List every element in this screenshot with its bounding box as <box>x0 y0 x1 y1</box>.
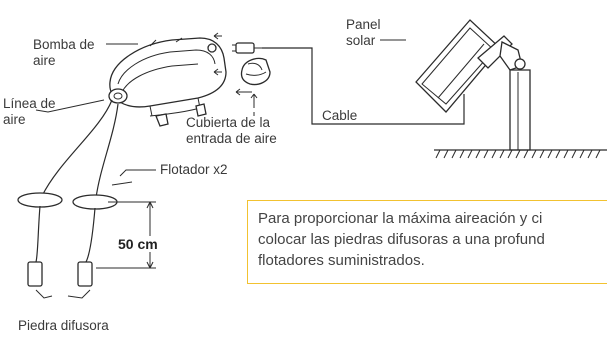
solar-panel <box>415 19 531 151</box>
air-pump <box>108 37 227 127</box>
label-air-stone: Piedra difusora <box>18 318 109 333</box>
depth-dimension <box>96 201 156 269</box>
ground <box>434 149 607 159</box>
info-note-line-3: flotadores suministrados. <box>258 252 425 269</box>
label-depth: 50 cm <box>118 236 158 252</box>
floats <box>17 192 118 210</box>
info-note: Para proporcionar la máxima aireación y … <box>247 200 607 284</box>
label-air-line-1: Línea de <box>3 96 56 111</box>
info-note-line-1: Para proporcionar la máxima aireación y … <box>258 210 543 227</box>
info-note-text: Para proporcionar la máxima aireación y … <box>258 208 607 271</box>
intake-cover <box>240 57 271 86</box>
power-cable <box>262 47 465 125</box>
label-air-pump-1: Bomba de <box>33 37 95 52</box>
direction-arrows <box>213 32 258 108</box>
label-air-line-2: aire <box>3 112 26 127</box>
power-connector <box>232 42 262 54</box>
info-note-line-2: colocar las piedras difusoras a una prof… <box>258 231 545 248</box>
label-air-pump-2: aire <box>33 53 56 68</box>
leader-lines <box>35 39 406 299</box>
label-float: Flotador x2 <box>160 162 228 177</box>
label-solar-panel-1: Panel <box>346 17 381 32</box>
air-lines <box>41 99 119 199</box>
label-intake-cover-2: entrada de aire <box>186 131 277 146</box>
stone-lines <box>35 205 96 263</box>
label-cable: Cable <box>322 108 357 123</box>
label-intake-cover-1: Cubierta de la <box>186 115 271 130</box>
label-solar-panel-2: solar <box>346 33 376 48</box>
air-stones <box>27 261 93 287</box>
